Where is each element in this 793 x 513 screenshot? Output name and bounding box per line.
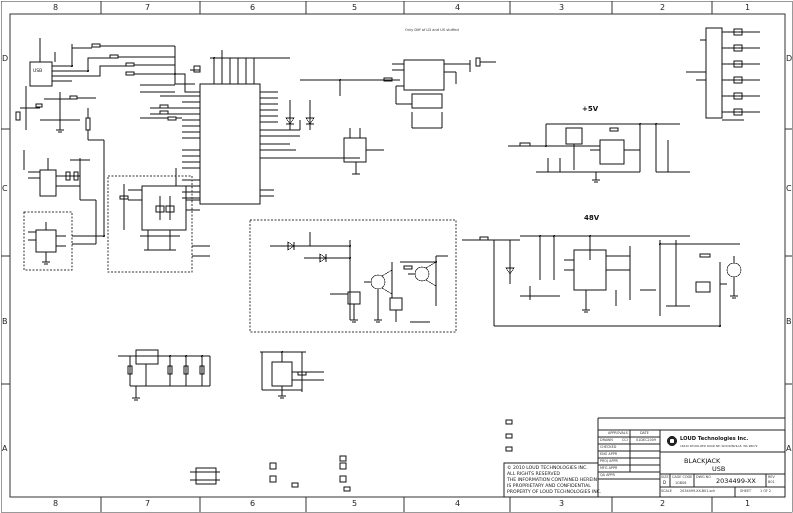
col-label-6-bottom: 6 xyxy=(250,499,256,508)
col-label-8-bottom: 8 xyxy=(53,499,59,508)
usb-connector-label: USB xyxy=(33,69,43,74)
copyright-line-1: © 2010 LOUD TECHNOLOGIES INC. xyxy=(507,466,588,471)
rev-value: B01 xyxy=(768,480,775,484)
junction-dots xyxy=(71,57,721,357)
size-label: SIZE xyxy=(661,475,669,479)
company-name: LOUD Technologies Inc. xyxy=(680,436,749,442)
project-name: BLACKJACK xyxy=(684,457,721,465)
date-header: DATE xyxy=(640,431,649,435)
col-label-1: 1 xyxy=(745,3,751,12)
mcu-ic xyxy=(199,83,261,205)
wiring xyxy=(15,27,760,492)
row-label-c-right: C xyxy=(786,184,792,193)
col-label-4: 4 xyxy=(455,3,461,12)
scale-label: SCALE xyxy=(661,489,672,493)
row-label-c: C xyxy=(2,184,8,193)
drawing-number: 2034499-XX xyxy=(716,477,756,485)
schematic-file: 2034499-XX-B01.sch xyxy=(680,489,716,493)
row-label-b: B xyxy=(2,317,8,326)
col-label-8: 8 xyxy=(53,3,59,12)
col-label-7: 7 xyxy=(145,3,151,12)
approvals-header: APPROVALS xyxy=(608,431,628,435)
qa-appr-label: QA APPR xyxy=(600,473,615,477)
size-value: D xyxy=(663,480,667,485)
col-label-3: 3 xyxy=(559,3,565,12)
copyright-line-5: PROPERTY OF LOUD TECHNOLOGIES INC. xyxy=(507,490,602,495)
sheet-number: 1 OF 2 xyxy=(760,489,772,493)
proj-appr-label: PROJ APPR xyxy=(600,459,618,463)
drawn-date: 01DEC2009 xyxy=(636,438,657,442)
rev-label: REV xyxy=(768,475,775,479)
dwg-no-label: DWG NO xyxy=(696,475,711,479)
sheet-label: SHEET xyxy=(740,489,752,493)
sheet-subtitle: USB xyxy=(712,465,726,473)
checked-label: CHECKED xyxy=(600,445,617,449)
col-label-1-bottom: 1 xyxy=(745,499,751,508)
copyright-line-4: IS PROPRIETARY AND CONFIDENTIAL xyxy=(507,484,591,489)
usb-connector-body xyxy=(29,61,53,87)
regulator-ic xyxy=(403,59,445,91)
col-label-5: 5 xyxy=(352,3,358,12)
row-label-b-right: B xyxy=(786,317,792,326)
col-label-2-bottom: 2 xyxy=(660,499,666,508)
mfg-appr-label: MFG APPR xyxy=(600,466,618,470)
rail-label-5v: +5V xyxy=(582,105,599,113)
col-label-2: 2 xyxy=(660,3,666,12)
col-label-6: 6 xyxy=(250,3,256,12)
cage-label: CAGE CODE xyxy=(672,475,693,479)
col-label-5-bottom: 5 xyxy=(352,499,358,508)
row-label-d-right: D xyxy=(786,54,793,63)
copyright-line-3: THE INFORMATION CONTAINED HEREIN xyxy=(507,478,598,483)
drawn-label: DRAWN xyxy=(600,438,613,442)
col-label-7-bottom: 7 xyxy=(145,499,151,508)
col-label-4-bottom: 4 xyxy=(455,499,461,508)
cage-value: 1GBS6 xyxy=(675,481,687,485)
eng-appr-label: ENG APPR xyxy=(600,452,618,456)
row-label-a: A xyxy=(2,444,8,453)
row-label-d: D xyxy=(2,54,9,63)
ground-symbols xyxy=(42,129,738,401)
loud-logo xyxy=(667,436,677,446)
title-block-grid xyxy=(503,417,786,498)
row-label-a-right: A xyxy=(786,444,792,453)
company-address: 16220 WOOD-RED ROAD NE, WOODINVILLE, WA … xyxy=(680,444,758,448)
stuffing-note: Only Diff of LD and US stuffed xyxy=(405,28,459,32)
rail-label-48v: 48V xyxy=(584,214,600,222)
copyright-line-2: ALL RIGHTS RESERVED xyxy=(507,472,560,477)
col-label-3-bottom: 3 xyxy=(559,499,565,508)
drawn-by: CCI xyxy=(622,438,628,442)
